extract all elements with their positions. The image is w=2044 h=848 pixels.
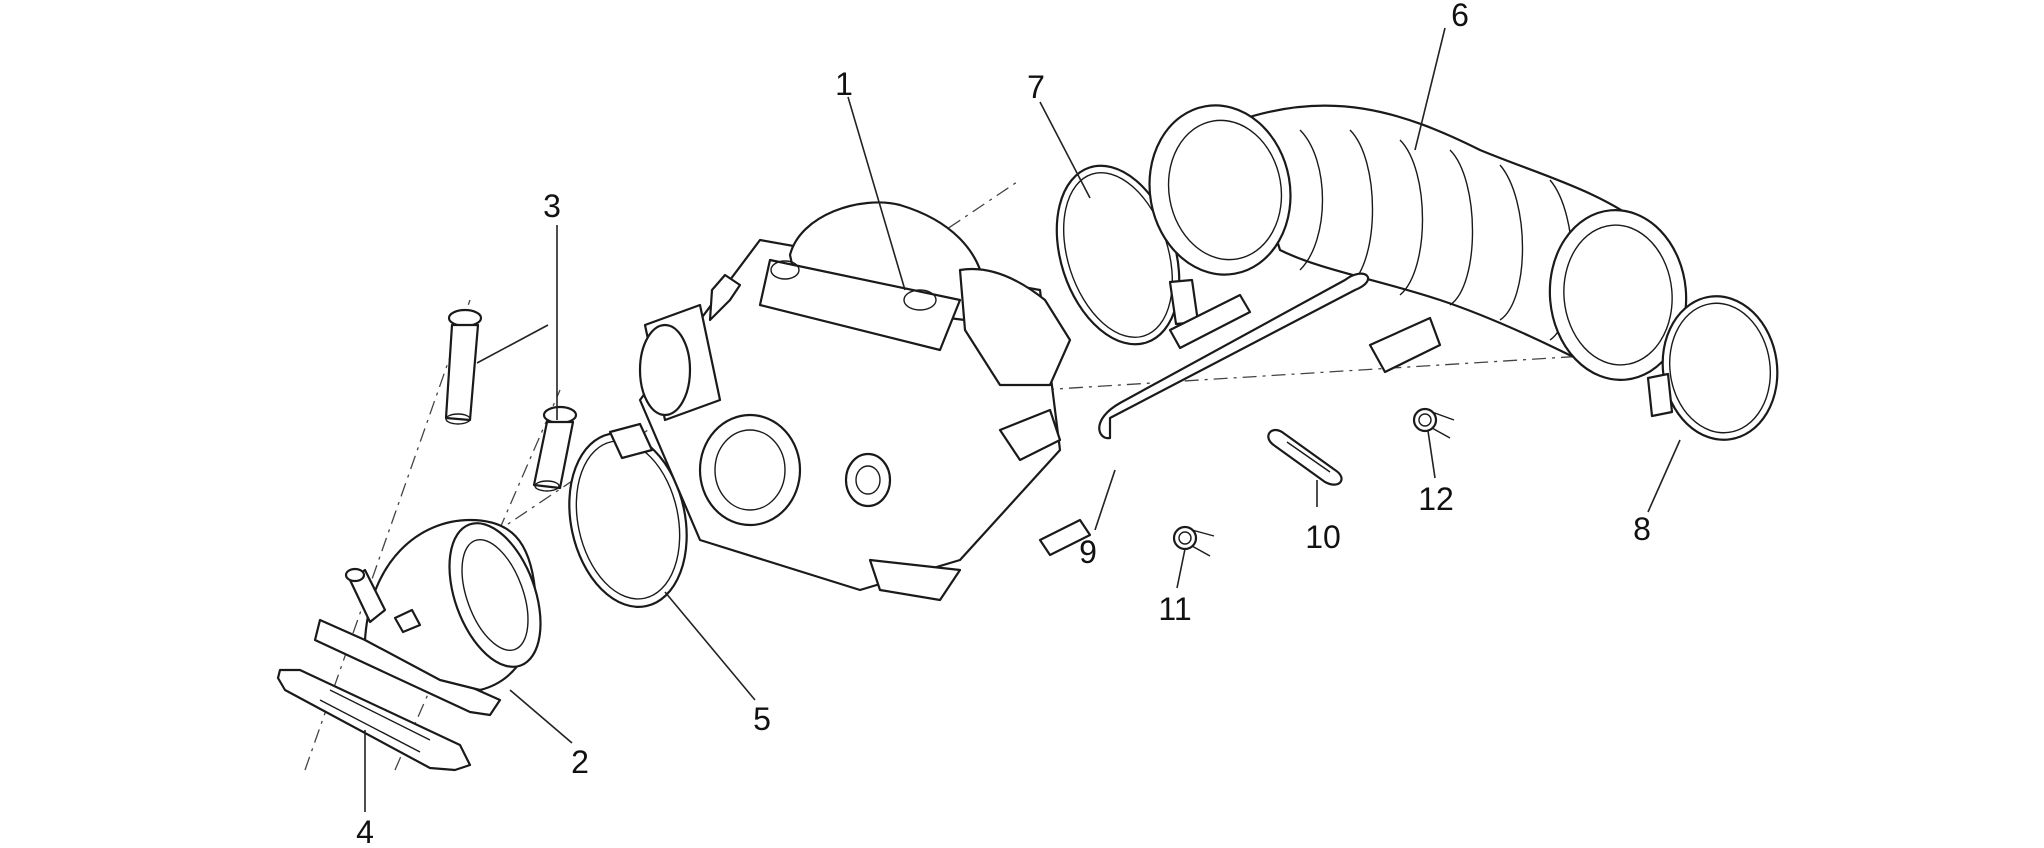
callout-5: 5 bbox=[753, 701, 771, 737]
hose-clamp-part-8 bbox=[1646, 295, 1779, 441]
callout-labels: 1 2 3 4 5 6 7 8 9 10 11 12 bbox=[356, 0, 1651, 848]
air-duct-part-6 bbox=[1148, 104, 1688, 382]
spring-clip-part-12 bbox=[1412, 407, 1455, 439]
callout-4: 4 bbox=[356, 814, 374, 848]
bracket-part-10 bbox=[1267, 429, 1343, 486]
breather-tube-part-9 bbox=[1098, 272, 1442, 440]
callout-3: 3 bbox=[543, 188, 561, 224]
gasket-part-4 bbox=[276, 668, 472, 772]
callout-10: 10 bbox=[1305, 519, 1341, 555]
callout-1: 1 bbox=[835, 66, 853, 102]
callout-2: 2 bbox=[571, 744, 589, 780]
leader-lines bbox=[364, 27, 1681, 812]
hose-clamp-part-7 bbox=[1055, 164, 1200, 346]
spring-clip-part-11 bbox=[1172, 525, 1215, 557]
callout-6: 6 bbox=[1451, 0, 1469, 33]
callout-9: 9 bbox=[1079, 534, 1097, 570]
screw-part-3a bbox=[444, 308, 483, 425]
callout-12: 12 bbox=[1418, 481, 1454, 517]
intake-manifold-part-2 bbox=[313, 518, 542, 717]
callout-7: 7 bbox=[1027, 69, 1045, 105]
callout-8: 8 bbox=[1633, 511, 1651, 547]
callout-11: 11 bbox=[1158, 591, 1191, 627]
carburetor-part-1 bbox=[638, 201, 1092, 602]
screw-part-3b bbox=[532, 405, 578, 492]
hose-clamp-part-5 bbox=[568, 422, 688, 608]
